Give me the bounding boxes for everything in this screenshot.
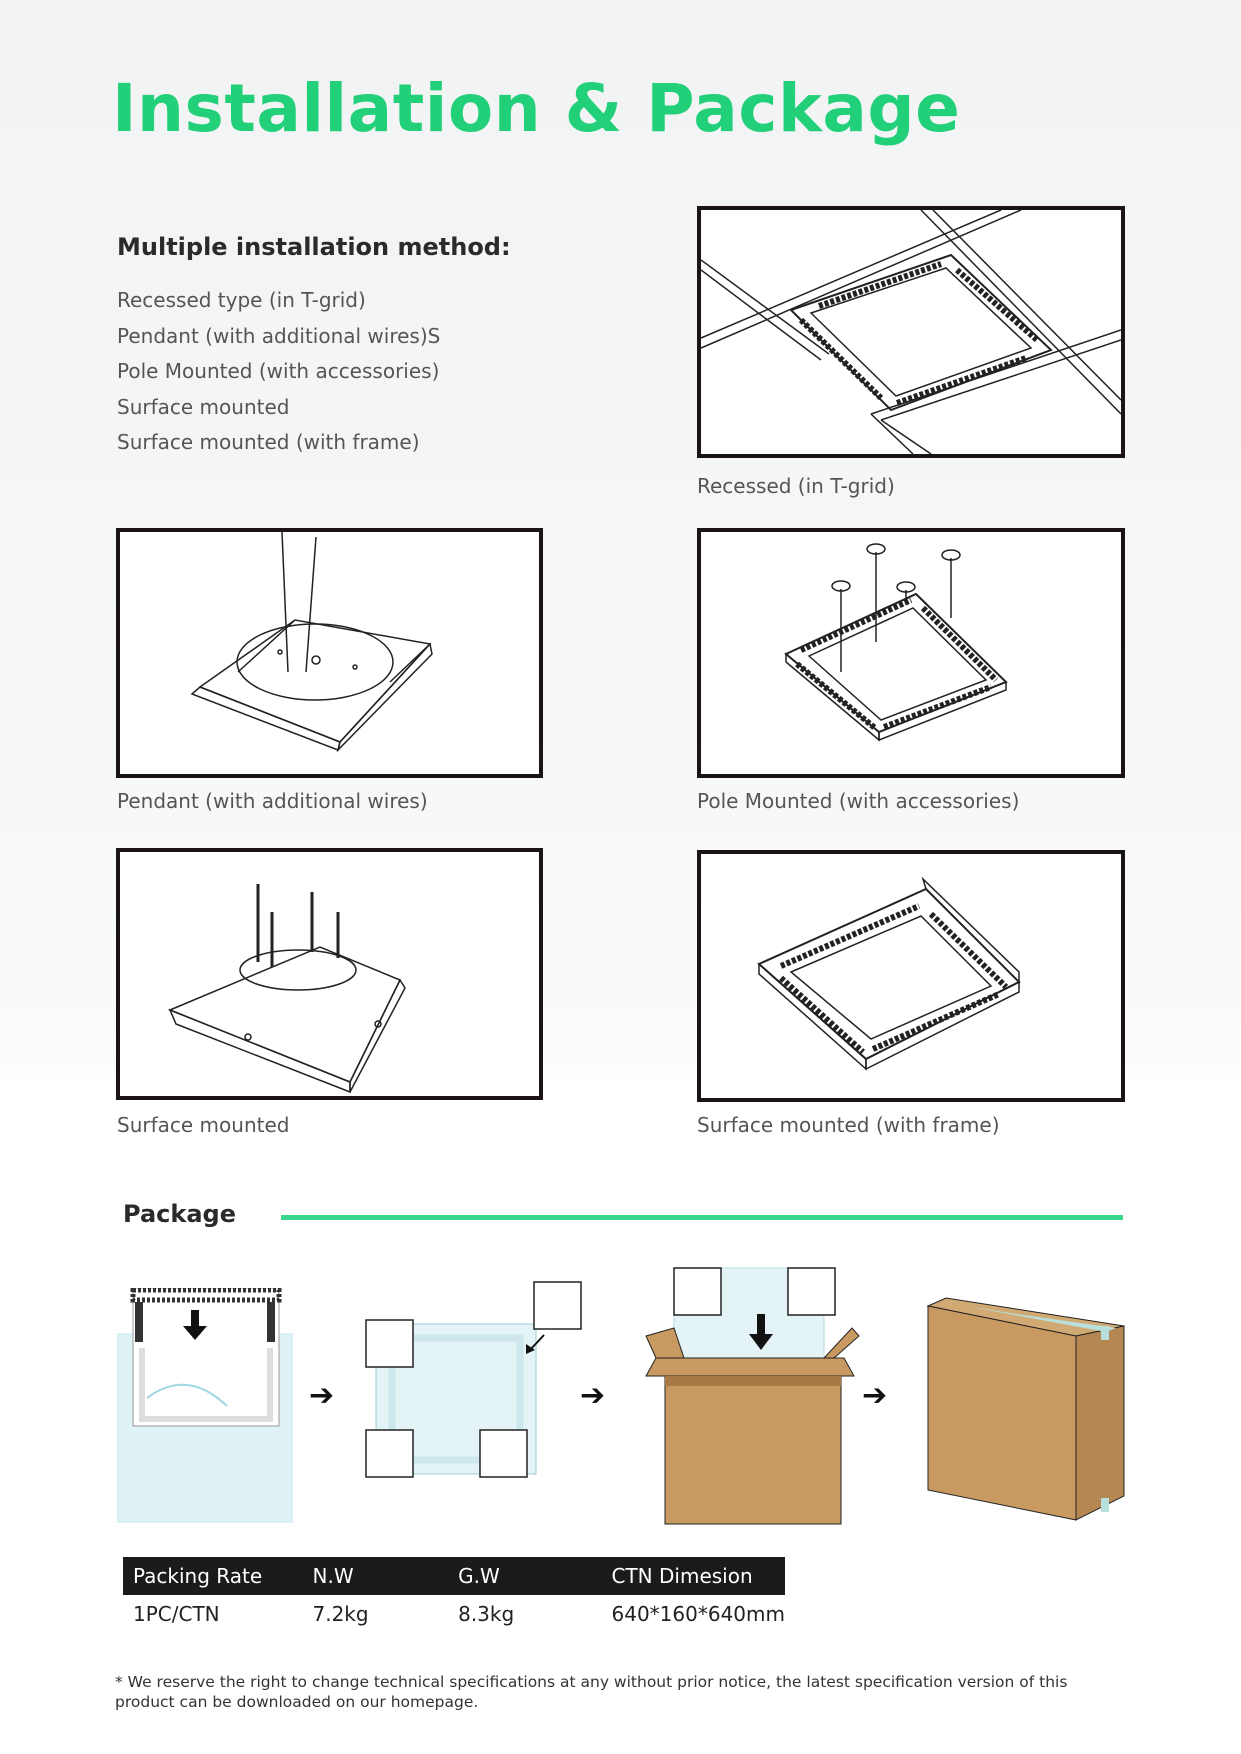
page-title: Installation & Package [112,70,961,147]
arrow-right-icon: ➔ [862,1378,888,1413]
table-cell: 640*160*640mm [611,1602,786,1626]
section-divider [281,1215,1123,1220]
pole-mounted-illustration [697,528,1125,778]
arrow-right-icon: ➔ [309,1378,335,1413]
methods-list: Recessed type (in T-grid) Pendant (with … [117,283,440,461]
table-row: 1PC/CTN 7.2kg 8.3kg 640*160*640mm [123,1595,785,1633]
packing-table: Packing Rate N.W G.W CTN Dimesion 1PC/CT… [123,1557,785,1633]
column-header: CTN Dimesion [611,1557,785,1595]
method-item: Pole Mounted (with accessories) [117,359,440,383]
method-item: Pendant (with additional wires)S [117,323,441,348]
method-item: Surface mounted (with frame) [117,430,420,454]
table-cell: 8.3kg [458,1602,515,1626]
column-header: G.W [458,1557,612,1595]
step-sealed-carton [926,1296,1126,1526]
column-header: Packing Rate [123,1557,313,1595]
step-corner-protectors [364,1280,584,1480]
recessed-caption: Recessed (in T-grid) [697,474,895,498]
step-into-carton [644,1258,864,1526]
pendant-illustration [116,528,543,778]
pendant-caption: Pendant (with additional wires) [117,789,428,813]
step-panel-into-bag [116,1287,295,1524]
footnote: * We reserve the right to change technic… [115,1673,1068,1711]
method-item: Surface mounted [117,394,290,419]
table-header-row: Packing Rate N.W G.W CTN Dimesion [123,1557,785,1595]
recessed-illustration [697,206,1125,458]
methods-heading: Multiple installation method: [117,233,511,261]
surface-frame-caption: Surface mounted (with frame) [697,1113,1000,1137]
table-cell: 1PC/CTN [133,1602,220,1626]
method-item: Recessed type (in T-grid) [117,288,366,312]
pole-mounted-caption: Pole Mounted (with accessories) [697,789,1020,813]
surface-mounted-caption: Surface mounted [117,1113,290,1137]
surface-mounted-illustration [116,848,543,1100]
surface-frame-illustration [697,850,1125,1102]
column-header: N.W [312,1557,459,1595]
table-cell: 7.2kg [312,1602,369,1626]
arrow-right-icon: ➔ [580,1378,606,1413]
package-heading: Package [123,1200,236,1228]
